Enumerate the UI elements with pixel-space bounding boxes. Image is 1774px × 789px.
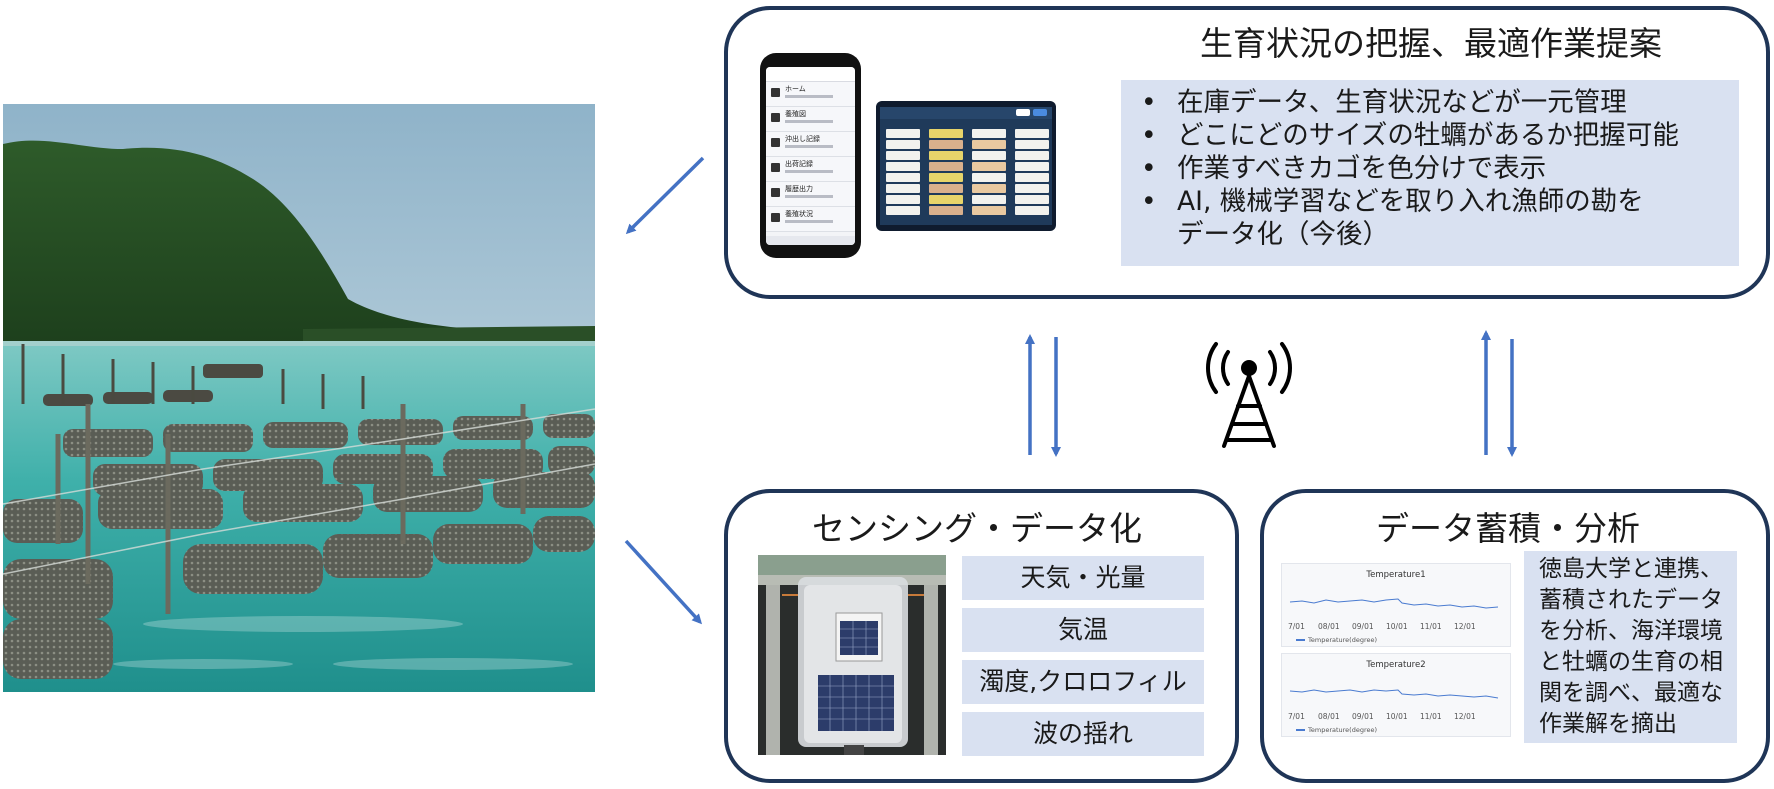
arrow-down-left-icon — [628, 158, 703, 232]
radio-tower-icon — [1208, 344, 1290, 446]
arrow-down-right-icon — [626, 541, 700, 622]
